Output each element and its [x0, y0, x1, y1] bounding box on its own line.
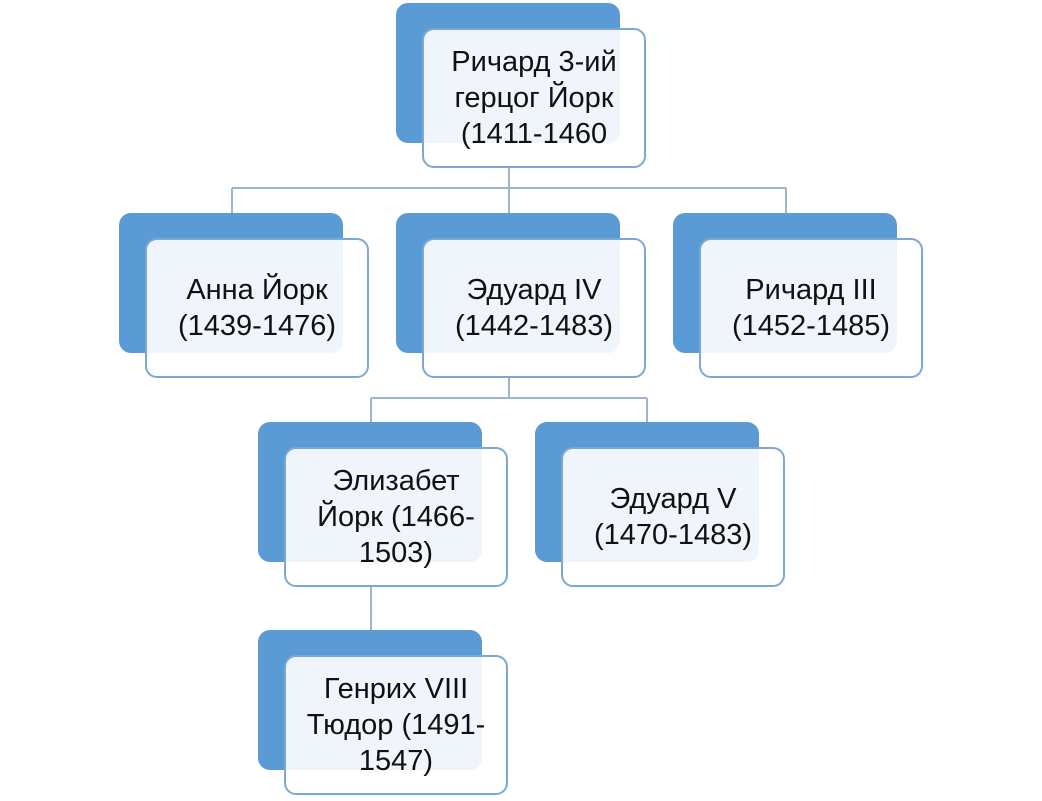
node-henry-viii-tudor: Генрих VIII Тюдор (1491- 1547)	[258, 630, 508, 795]
node-label: Анна Йорк (1439-1476)	[178, 274, 336, 342]
node-richard-iii: Ричард III (1452-1485)	[673, 213, 923, 378]
node-front-card: Эдуард V (1470-1483)	[561, 447, 785, 587]
node-label: Эдуард IV (1442-1483)	[455, 274, 613, 342]
node-edward-v: Эдуард V (1470-1483)	[535, 422, 785, 587]
node-front-card: Анна Йорк (1439-1476)	[145, 238, 369, 378]
node-front-card: Ричард III (1452-1485)	[699, 238, 923, 378]
node-label: Генрих VIII Тюдор (1491- 1547)	[306, 673, 486, 777]
node-front-card: Генрих VIII Тюдор (1491- 1547)	[284, 655, 508, 795]
node-edward-iv: Эдуард IV (1442-1483)	[396, 213, 646, 378]
node-richard-duke-of-york: Ричард 3-ий герцог Йорк (1411-1460	[396, 3, 646, 168]
node-front-card: Элизабет Йорк (1466- 1503)	[284, 447, 508, 587]
node-label: Эдуард V (1470-1483)	[594, 483, 752, 551]
node-label: Ричард III (1452-1485)	[732, 274, 890, 342]
node-anna-york: Анна Йорк (1439-1476)	[119, 213, 369, 378]
node-front-card: Ричард 3-ий герцог Йорк (1411-1460	[422, 28, 646, 168]
node-elizabeth-york: Элизабет Йорк (1466- 1503)	[258, 422, 508, 587]
node-label: Элизабет Йорк (1466- 1503)	[317, 465, 475, 569]
node-label: Ричард 3-ий герцог Йорк (1411-1460	[451, 46, 617, 150]
node-front-card: Эдуард IV (1442-1483)	[422, 238, 646, 378]
